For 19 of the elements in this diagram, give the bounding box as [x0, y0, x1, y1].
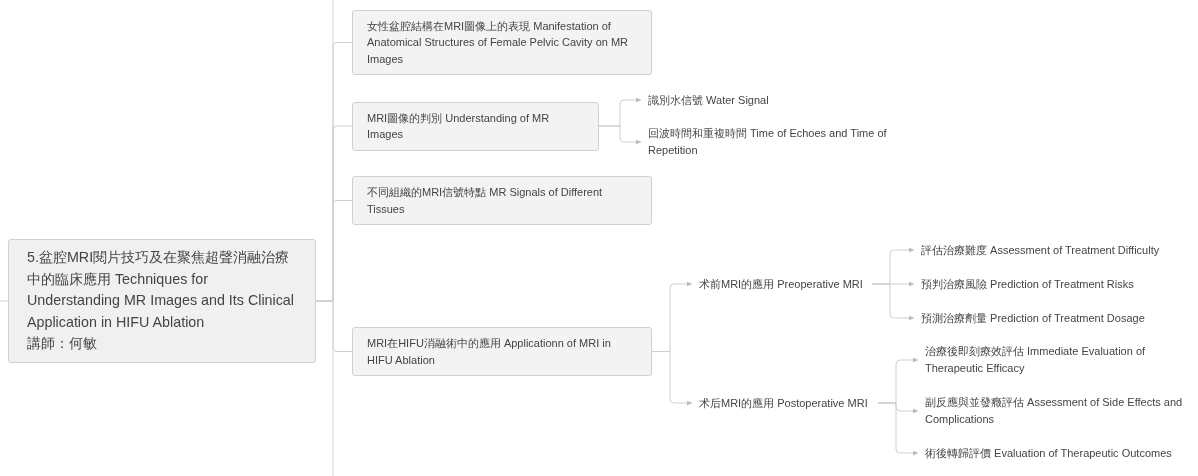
subtopic-box: MRI圖像的判別 Understanding of MR Images: [352, 101, 599, 151]
branch-text: 識別水信號 Water Signal: [641, 91, 891, 109]
branch-text: 治療後即刻療效評估 Immediate Evaluation of Therapeutic Efficacy: [918, 343, 1193, 377]
subtopic-box: 不同組織的MRI信號特點 MR Signals of Different Tissues: [352, 176, 652, 225]
branch-text: 評估治療難度 Assessment of Treatment Difficulty: [914, 241, 1194, 259]
connector-line: [598, 125, 642, 145]
subtopic-box: 女性盆腔結構在MRI圖像上的表現 Manifestation of Anatomical Structures of Female Pelvic Cavity on MR Images: [352, 9, 652, 76]
branch-text: 預判治療風險 Prediction of Treatment Risks: [914, 275, 1194, 293]
connector-line: [877, 402, 919, 456]
branch-text: 术前MRI的應用 Preoperative MRI: [692, 275, 872, 293]
connector-line: [871, 283, 915, 321]
branch-text: 預測治療劑量 Prediction of Treatment Dosage: [914, 309, 1194, 327]
connector-line: [315, 300, 353, 352]
branch-text: 術後轉歸評價 Evaluation of Therapeutic Outcomes: [918, 444, 1196, 462]
topic-box: 5.盆腔MRI閱片技巧及在聚焦超聲消融治療中的臨床應用 Techniques for Understanding MR Images and Its Clinical Application in HIFU Ablation 講師：何敏: [8, 239, 316, 363]
subtopic-box: MRI在HIFU消融術中的應用 Applicationn of MRI in HIFU Ablation: [352, 327, 652, 376]
branch-text: 副反應與並發癥評估 Assessment of Side Effects and Complications: [918, 394, 1196, 428]
branch-text: 术后MRI的應用 Postoperative MRI: [692, 394, 878, 412]
branch-text: 回波時間和重複時間 Time of Echoes and Time of Repetition: [641, 125, 891, 159]
